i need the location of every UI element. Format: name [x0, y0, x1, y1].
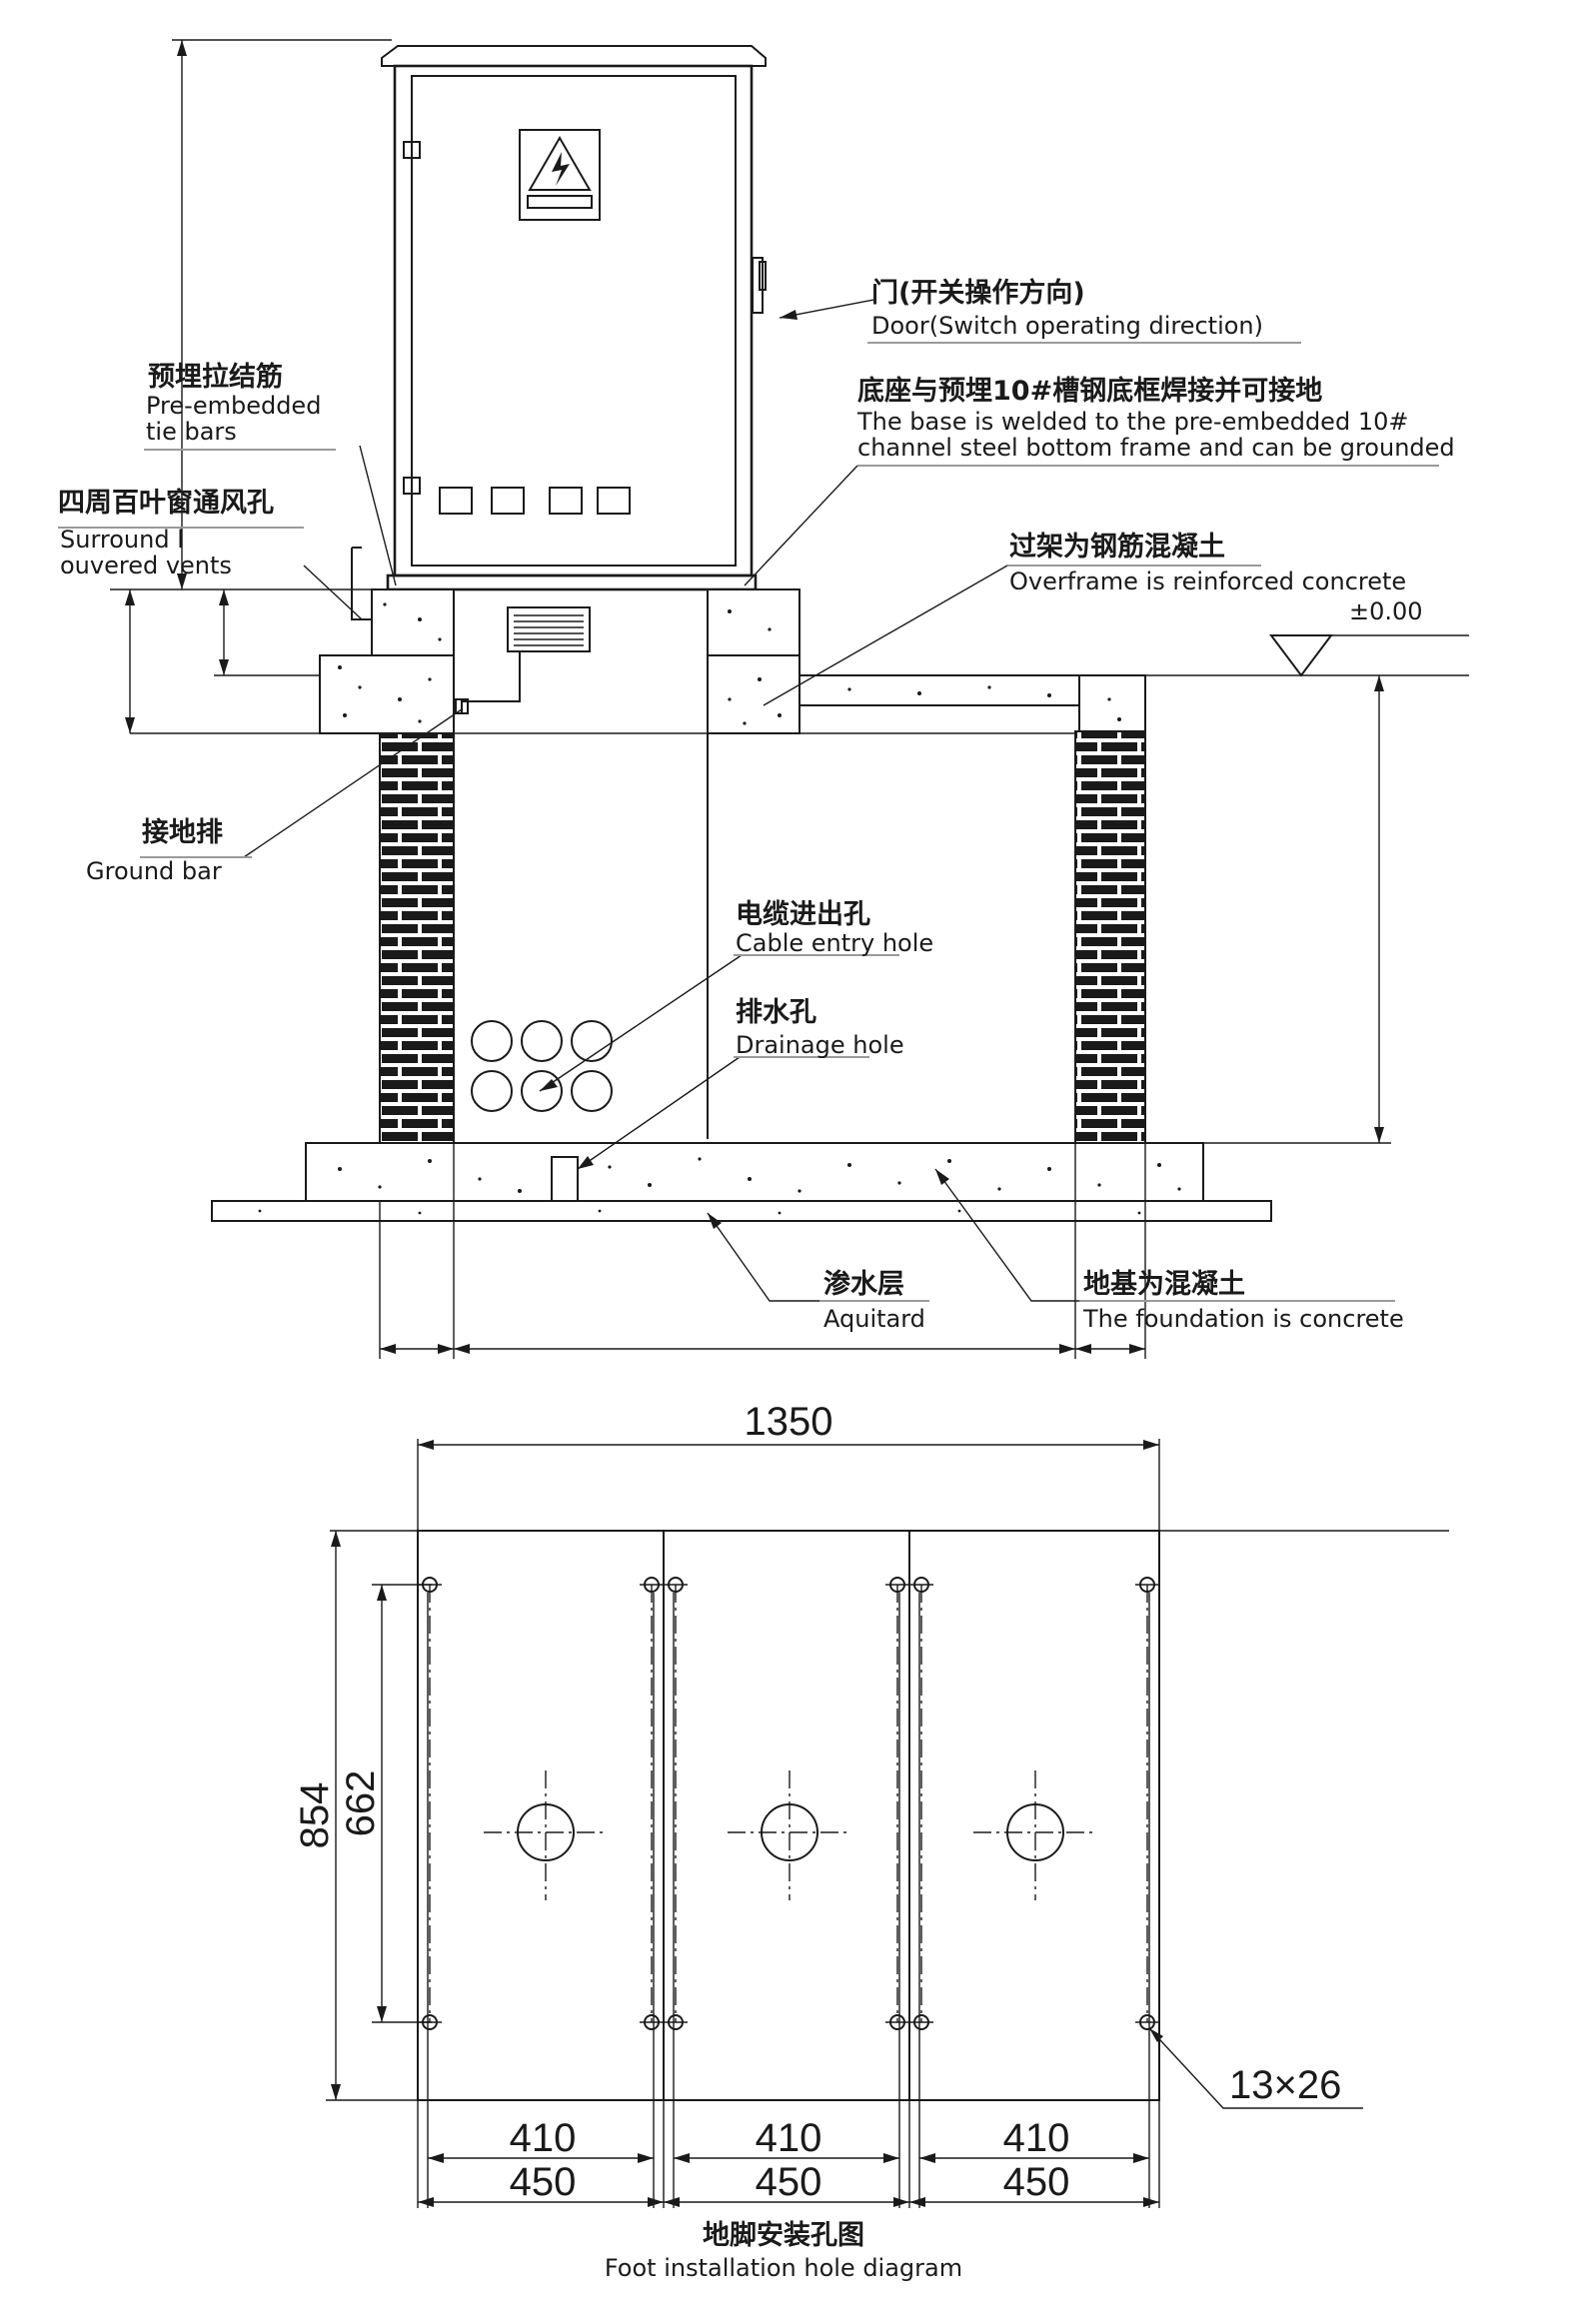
- plinth-right-step: [707, 654, 800, 734]
- tie-bar: [351, 548, 372, 620]
- label-drain-en: Drainage hole: [736, 1031, 904, 1059]
- dim-bay-outer-3: 450: [1003, 2160, 1070, 2204]
- dim-bay-outer-2: 450: [756, 2160, 822, 2204]
- bay-2: [673, 1585, 900, 2022]
- brick-wall-left: [379, 732, 455, 1144]
- label-drain-cn: 排水孔: [736, 997, 816, 1028]
- bay-3: [918, 1585, 1150, 2022]
- indicator-windows: [439, 487, 631, 515]
- mounting-slots: [418, 1577, 1159, 2030]
- label-vents-en2: ouvered vents: [60, 552, 232, 580]
- cabinet-body: [393, 64, 754, 578]
- dim-bay-inner-3: 410: [1003, 2116, 1070, 2160]
- label-door-en: Door(Switch operating direction): [871, 312, 1263, 340]
- slot-size: 13×26: [1229, 2063, 1341, 2107]
- brick-wall-right: [1074, 730, 1146, 1144]
- label-base-cn: 底座与预埋10#槽钢底框焊接并可接地: [857, 375, 1322, 407]
- label-cable-en: Cable entry hole: [736, 929, 933, 957]
- hinge-bottom: [403, 477, 421, 495]
- cabinet-roof: [381, 45, 767, 67]
- door-latch: [759, 261, 767, 291]
- label-foundation-cn: 地基为混凝土: [1083, 1269, 1245, 1300]
- label-base-en1: The base is welded to the pre-embedded 1…: [856, 408, 1408, 436]
- plan-view: 1350 854 662: [293, 1400, 1449, 2282]
- base-frame: [386, 574, 758, 591]
- label-ground-en: Ground bar: [86, 857, 222, 885]
- plan-outline: [417, 1530, 1160, 2101]
- dim-bay-inner-1: 410: [510, 2116, 577, 2160]
- label-aquitard-cn: 渗水层: [823, 1268, 904, 1300]
- dim-bay-inner-2: 410: [756, 2116, 822, 2160]
- foundation-slab: [305, 1142, 1204, 1202]
- louver-vent: [507, 606, 591, 652]
- label-tie-en2: tie bars: [146, 418, 237, 446]
- label-level: ±0.00: [1349, 597, 1423, 625]
- plinth-right: [707, 588, 800, 656]
- dim-bay-outer-1: 450: [510, 2160, 577, 2204]
- label-aquitard-en: Aquitard: [823, 1305, 925, 1333]
- plan-title-en: Foot installation hole diagram: [605, 2254, 962, 2282]
- label-overframe-cn: 过架为钢筋混凝土: [1009, 531, 1225, 563]
- label-base-en2: channel steel bottom frame and can be gr…: [857, 434, 1455, 462]
- label-tie-cn: 预埋拉结筋: [148, 361, 283, 393]
- dim-width: 1350: [745, 1400, 833, 1444]
- label-vents-en1: Surround l: [60, 526, 184, 554]
- dim-depth: 854: [293, 1782, 337, 1849]
- plan-title-cn: 地脚安装孔图: [703, 2220, 864, 2251]
- warning-sign-icon: [519, 129, 601, 221]
- label-ground-cn: 接地排: [142, 817, 223, 848]
- bay-1: [427, 1585, 655, 2022]
- ground-bar: [461, 651, 521, 713]
- label-cable-cn: 电缆进出孔: [736, 899, 870, 930]
- level-marker: [1269, 634, 1469, 677]
- cable-holes: [471, 1020, 613, 1112]
- label-foundation-en: The foundation is concrete: [1082, 1305, 1404, 1333]
- aquitard-layer: [211, 1200, 1272, 1222]
- overframe-beam: [1078, 674, 1146, 732]
- label-door-cn: 门(开关操作方向): [871, 277, 1085, 309]
- hinge-top: [403, 141, 421, 159]
- label-tie-en1: Pre-embedded: [146, 392, 321, 420]
- dim-span: 662: [339, 1770, 383, 1837]
- cabinet-door: [411, 75, 737, 567]
- elevation-view: 门(开关操作方向) Door(Switch operating directio…: [58, 39, 1469, 1359]
- slot-leader: [1148, 2027, 1363, 2109]
- concrete-texture: [258, 602, 1181, 1215]
- door-handle: [752, 257, 764, 314]
- label-vents-cn: 四周百叶窗通风孔: [58, 487, 274, 519]
- plinth-left: [371, 588, 455, 656]
- plinth-left-step: [319, 654, 455, 734]
- ground-bar-clip: [455, 698, 469, 714]
- label-overframe-en: Overframe is reinforced concrete: [1009, 568, 1406, 595]
- leader-lines: [243, 299, 1081, 1302]
